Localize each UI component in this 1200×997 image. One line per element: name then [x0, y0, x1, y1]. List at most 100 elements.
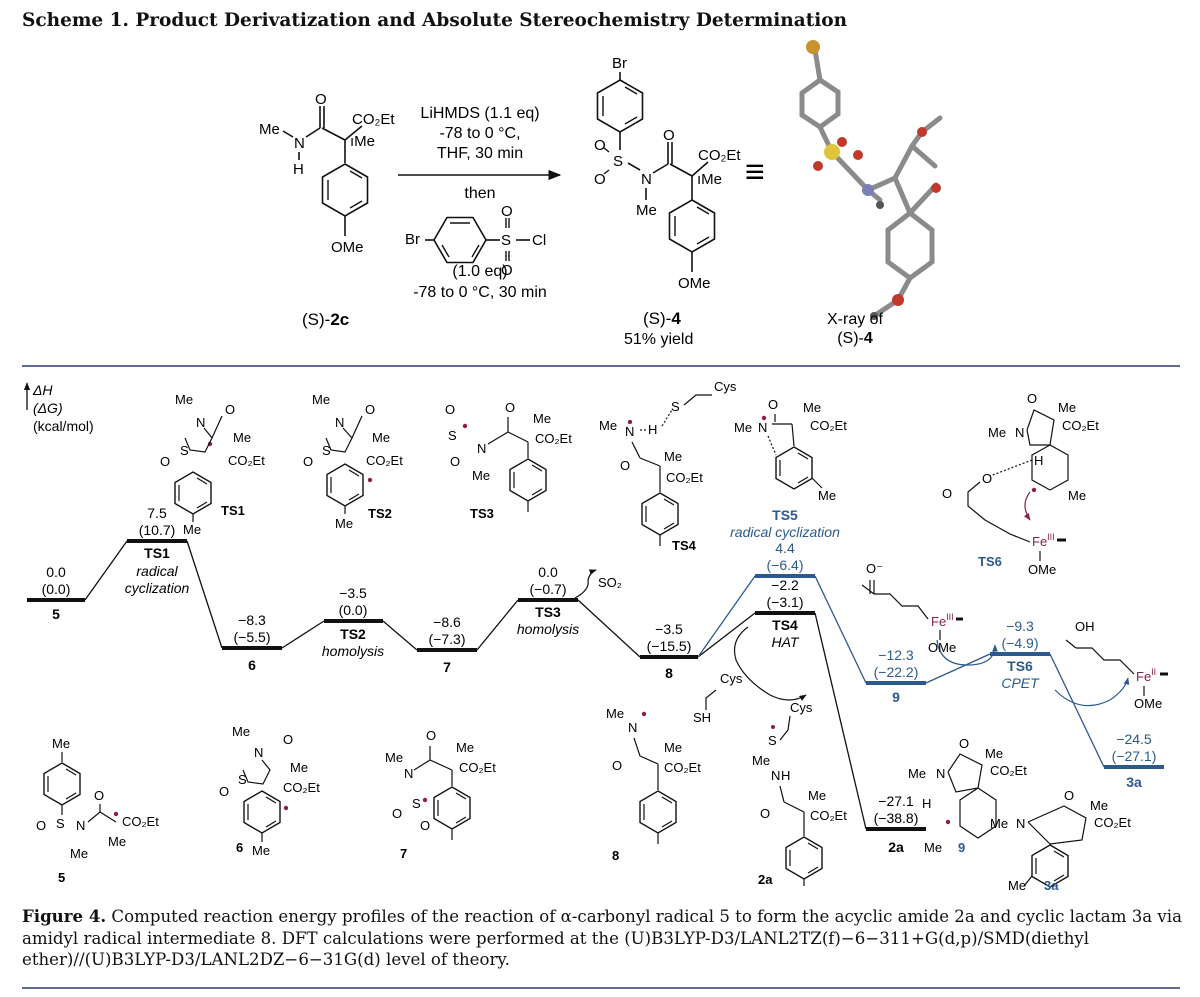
xray-structure: X-ray of (S)-4: [799, 40, 943, 347]
atom-me: Me: [335, 516, 353, 531]
xray-caption-1: X-ray of: [827, 311, 884, 328]
atom-me: Me: [664, 449, 682, 464]
atom-me: Me: [1008, 878, 1026, 893]
atom-o: O: [620, 458, 630, 473]
atom-co2et: CO₂Et: [228, 453, 265, 468]
enthalpy-TS5: 4.4: [775, 540, 795, 556]
atom-n: N: [254, 745, 263, 760]
atom-o: O: [1064, 788, 1074, 803]
species-9: 9: [892, 689, 900, 705]
cys-label-2: Cys: [790, 700, 813, 715]
label-6: 6: [236, 840, 243, 855]
structure-9: O Me CO₂Et Me N H Me 9: [908, 736, 1027, 855]
atom-me: Me: [599, 418, 617, 433]
structure-7: Me N S O O O Me CO₂Et 7: [385, 728, 496, 861]
atom-s: S: [613, 153, 623, 170]
fe2-complex: OH FeII OMe: [1065, 619, 1168, 711]
atom-o: O: [445, 402, 455, 417]
fe3-label-ts6: FeIII: [1032, 532, 1055, 549]
atom-s: S: [56, 816, 65, 831]
cys-thiol-arrow: Cys SH S Cys: [693, 626, 813, 748]
atom-n: N: [477, 441, 486, 456]
oh-label: OH: [1075, 619, 1095, 634]
atom-me: Me: [818, 488, 836, 503]
atom-co2et: CO₂Et: [352, 111, 395, 128]
enthalpy-9: −12.3: [878, 647, 914, 663]
enthalpy-2a: −27.1: [878, 793, 914, 809]
species-2a: 2a: [888, 839, 904, 855]
atom-me: Me: [808, 788, 826, 803]
atom-h: H: [293, 161, 304, 178]
species-5: 5: [52, 606, 60, 622]
atom-o: O: [501, 262, 513, 279]
atom-me: Me: [108, 834, 126, 849]
reagent-then: then: [464, 185, 495, 202]
enthalpy-8: −3.5: [655, 621, 683, 637]
free-energy-2a: (−38.8): [874, 810, 919, 826]
atom-n: N: [335, 415, 344, 430]
atom-me: Me: [606, 706, 624, 721]
atom-me: Me: [908, 766, 926, 781]
label-TS3: TS3: [470, 506, 494, 521]
atom-h: H: [781, 768, 790, 783]
so2-label: SO₂: [598, 575, 622, 590]
species-7: 7: [443, 659, 451, 675]
enthalpy-TS2: −3.5: [339, 585, 367, 601]
species-8: 8: [665, 665, 673, 681]
atom-me: Me: [175, 392, 193, 407]
atom-o: O: [663, 127, 675, 144]
species-TS6: TS6: [1007, 658, 1033, 674]
atom-me: Me: [259, 121, 280, 138]
s-radical-label: S: [768, 733, 777, 748]
note-TS3: homolysis: [517, 621, 579, 637]
atom-o: O: [392, 806, 402, 821]
fe3-complex: O⁻ FeIII OMe: [861, 561, 963, 655]
atom-me: Me: [232, 724, 250, 739]
label-TS1: TS1: [221, 503, 245, 518]
atom-co2et: CO₂Et: [459, 760, 496, 775]
enthalpy-3a: −24.5: [1116, 731, 1152, 747]
atom-ime: ıMe: [697, 171, 722, 188]
atom-o: O: [36, 818, 46, 833]
atom-ome: OMe: [678, 275, 711, 292]
atom-o: O: [365, 402, 375, 417]
atom-me: Me: [1090, 798, 1108, 813]
species-TS5: TS5: [772, 507, 798, 523]
atom-ime: ıMe: [350, 133, 375, 150]
atom-o: O: [225, 402, 235, 417]
species-TS1: TS1: [144, 545, 170, 561]
species-6: 6: [248, 657, 256, 673]
atom-br: Br: [612, 55, 627, 72]
atom-o: O: [1027, 391, 1037, 406]
structure-3a: O Me CO₂Et Me N Me 3a: [990, 788, 1131, 893]
note-TS4: HAT: [772, 634, 800, 650]
reaction-conditions: LiHMDS (1.1 eq) -78 to 0 °C, THF, 30 min…: [398, 105, 562, 301]
atom-o: O: [426, 728, 436, 743]
atom-n: N: [294, 135, 305, 152]
atom-n: N: [628, 720, 637, 735]
free-energy-5: (0.0): [42, 581, 71, 597]
free-energy-8: (−15.5): [647, 638, 692, 654]
structure-4: Br S O O N Me O CO₂Et ıMe: [594, 55, 741, 348]
atom-h: H: [648, 422, 657, 437]
atom-co2et: CO₂Et: [283, 780, 320, 795]
label-8: 8: [612, 848, 619, 863]
atom-h: H: [922, 796, 931, 811]
cys-label: Cys: [714, 379, 737, 394]
top-structures: Me N O S O Me CO₂Et Me TS1 Me N O S: [160, 379, 1099, 577]
atom-o: O: [942, 486, 952, 501]
atom-me: Me: [312, 392, 330, 407]
atom-me: Me: [1058, 400, 1076, 415]
atom-o: O: [315, 91, 327, 108]
energy-levels: [27, 539, 1164, 831]
species-TS2: TS2: [340, 626, 366, 642]
atom-o: O: [160, 454, 170, 469]
free-energy-3a: (−27.1): [1112, 748, 1157, 764]
atom-o: O: [760, 806, 770, 821]
note-TS1-1: radical: [136, 563, 178, 579]
scheme-1: Me N H O CO₂Et ıMe OMe (S)-2c: [259, 40, 943, 348]
atom-o: O: [594, 137, 606, 154]
structure-TS3: O S O N Me O Me CO₂Et TS3: [445, 400, 572, 521]
fe2-label: FeII: [1136, 667, 1156, 684]
